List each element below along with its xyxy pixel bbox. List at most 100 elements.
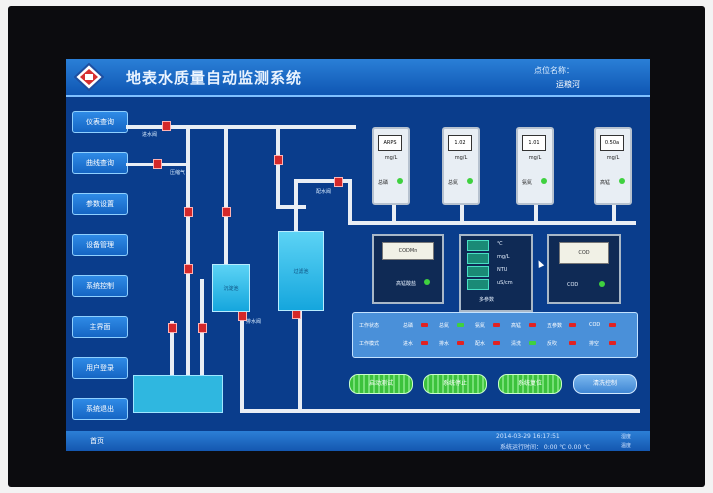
filter-tank: 过滤池 (278, 231, 324, 311)
analyzer-right-name: COD (567, 282, 579, 288)
multi-parameter-panel[interactable]: ℃ mg/L NTU uS/cm 多参数 (459, 234, 533, 312)
footer-runtime: 系统运行时间： 0:00 ℃ 0.00 ℃ (500, 444, 590, 451)
gauge-tp-status-led (397, 178, 403, 184)
company-logo-icon (74, 63, 104, 91)
status-item-tp: 总磷 (403, 323, 414, 329)
sedimentation-tank: 沉淀池 (212, 264, 250, 312)
sidebar-item-parameter-settings[interactable]: 参数设置 (72, 193, 128, 215)
status-mode-empty: 排空 (589, 341, 600, 347)
valve-distribution[interactable] (334, 177, 343, 187)
pipe-drop-2 (460, 199, 464, 223)
status-led-tn (457, 323, 464, 327)
sidebar-item-device-management[interactable]: 设备管理 (72, 234, 128, 256)
status-item-tn: 总氮 (439, 323, 450, 329)
home-link[interactable]: 首页 (90, 437, 104, 445)
multi-unit-do: mg/L (497, 254, 510, 260)
site-label: 点位名称： (534, 66, 574, 75)
sidebar-item-curve-query[interactable]: 曲线查询 (72, 152, 128, 174)
system-reset-button[interactable]: 系统复位 (498, 374, 562, 394)
pipe-v1 (186, 127, 190, 377)
status-mode-blow: 反吹 (547, 341, 558, 347)
air-valve[interactable] (153, 159, 162, 169)
status-mode-clean: 清洗 (511, 341, 522, 347)
gauge-codmn-status-led (619, 178, 625, 184)
footer-datetime: 2014-03-29 16:17:51 (496, 433, 560, 440)
status-led-mode-clean (529, 341, 536, 345)
pipe-bottom (240, 409, 640, 413)
tank2-label: 过滤池 (293, 269, 309, 275)
gauge-tp-value: ARPS (378, 135, 402, 151)
gauge-nh3-value: 1.01 (522, 135, 546, 151)
pipe-header-line (348, 221, 636, 225)
multi-unit-temp: ℃ (497, 241, 503, 247)
pipe-v2 (224, 127, 228, 272)
valve-v2[interactable] (222, 207, 231, 217)
status-led-multi (569, 323, 576, 327)
analyzer-right-display: COD (559, 242, 609, 264)
tank1-label: 沉淀池 (223, 286, 239, 292)
sidebar-item-login[interactable]: 用户登录 (72, 357, 128, 379)
gauge-tn-unit: mg/L (454, 155, 468, 161)
pipe-v6 (348, 179, 352, 223)
sidebar-item-instrument-query[interactable]: 仪表查询 (72, 111, 128, 133)
gauge-nh3[interactable]: 1.01 mg/L 氨氮 (516, 127, 554, 205)
gauge-tn[interactable]: 1.02 mg/L 总氮 (442, 127, 480, 205)
valve-v9[interactable] (168, 323, 177, 333)
sidebar-item-system-control[interactable]: 系统控制 (72, 275, 128, 297)
status-item-nh3: 氨氮 (475, 323, 486, 329)
status-mode-inlet: 进水 (403, 341, 414, 347)
analyzer-panel-right[interactable]: COD COD (547, 234, 621, 304)
analyzer-panel-left[interactable]: CODMn 高锰酸盐 (372, 234, 444, 304)
gauge-codmn-name: 高锰 (600, 180, 611, 186)
analyzer-right-led (599, 281, 605, 287)
start-test-button[interactable]: 启动测试 (349, 374, 413, 394)
footer-bar: 首页 2014-03-29 16:17:51 系统运行时间： 0:00 ℃ 0.… (66, 431, 650, 451)
status-led-mode-inlet (421, 341, 428, 345)
system-stop-button[interactable]: 系统停止 (423, 374, 487, 394)
valve-v4[interactable] (274, 155, 283, 165)
valve-v3[interactable] (184, 264, 193, 274)
pipe-v7 (240, 304, 244, 412)
multi-unit-cond: uS/cm (497, 280, 513, 286)
inlet-valve[interactable] (162, 121, 171, 131)
clean-control-button[interactable]: 清洗控制 (573, 374, 637, 394)
analyzer-left-led (424, 279, 430, 285)
hmi-screen: 地表水质量自动监测系统 点位名称： 运粮河 仪表查询 曲线查询 参数设置 设备管… (66, 59, 650, 451)
status-led-tp (421, 323, 428, 327)
pipe-v5 (294, 179, 298, 237)
status-led-mode-dist (493, 341, 500, 345)
status-led-mode-blow (569, 341, 576, 345)
analyzer-left-name: 高锰酸盐 (396, 281, 417, 287)
valve-label-drain: 排水阀 (246, 319, 262, 325)
gauge-tn-value: 1.02 (448, 135, 472, 151)
pipe-top (126, 125, 356, 129)
sidebar-item-exit[interactable]: 系统退出 (72, 398, 128, 420)
valve-label-air: 压缩气 (170, 170, 186, 176)
footer-temperature-label: 温度 (621, 443, 632, 449)
gauge-tp-name: 总磷 (378, 180, 389, 186)
mouse-cursor-icon (535, 259, 545, 268)
gauge-cod-mn[interactable]: 0.50a mg/L 高锰 (594, 127, 632, 205)
status-led-nh3 (493, 323, 500, 327)
status-row1-label: 工作状态 (359, 323, 380, 329)
status-item-codmn: 高锰 (511, 323, 522, 329)
valve-label-inlet: 进水阀 (142, 132, 158, 138)
gauge-tn-name: 总氮 (448, 180, 459, 186)
multi-panel-name: 多参数 (479, 297, 495, 303)
status-led-codmn (529, 323, 536, 327)
gauge-tp[interactable]: ARPS mg/L 总磷 (372, 127, 410, 205)
valve-v10[interactable] (198, 323, 207, 333)
valve-v1[interactable] (184, 207, 193, 217)
gauge-codmn-unit: mg/L (606, 155, 620, 161)
status-item-cod: COD (589, 322, 601, 328)
pipe-h5 (294, 179, 349, 183)
status-mode-drain: 排水 (439, 341, 450, 347)
pipe-drop-3 (534, 199, 538, 223)
page-title: 地表水质量自动监测系统 (126, 69, 303, 87)
sidebar-item-main[interactable]: 主界面 (72, 316, 128, 338)
pipe-v4 (276, 127, 280, 207)
header-bar: 地表水质量自动监测系统 点位名称： 运粮河 (66, 59, 650, 97)
gauge-nh3-status-led (541, 178, 547, 184)
sample-basin (133, 375, 223, 413)
gauge-tp-unit: mg/L (384, 155, 398, 161)
